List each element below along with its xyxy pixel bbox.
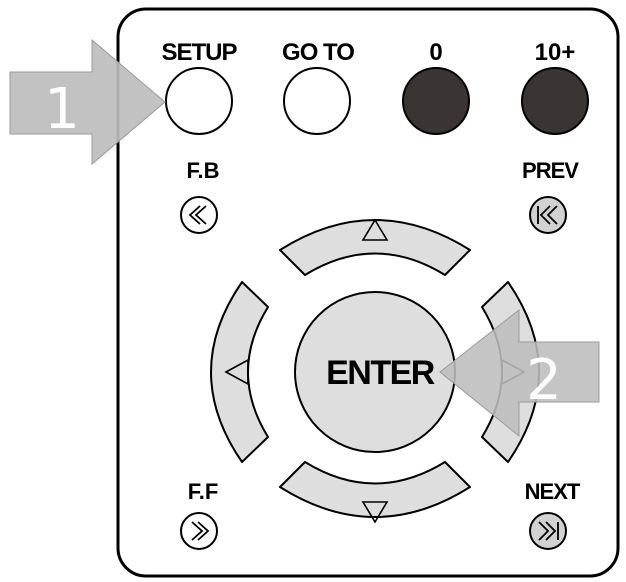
dpad-left-button[interactable] <box>210 281 269 463</box>
ff-button[interactable] <box>180 512 218 550</box>
callout-2-number: 2 <box>526 348 562 413</box>
skip-previous-icon <box>537 205 558 225</box>
triangle-up-icon <box>361 218 389 241</box>
fb-label: F.B <box>187 158 220 183</box>
goto-button[interactable] <box>283 67 351 135</box>
fb-button[interactable] <box>180 196 218 234</box>
ten-plus-label: 10+ <box>535 39 576 66</box>
prev-label: PREV <box>522 158 579 183</box>
double-chevron-right-icon <box>191 521 210 541</box>
double-chevron-left-icon <box>188 205 207 225</box>
zero-button[interactable] <box>402 67 470 135</box>
dpad-down-button[interactable] <box>279 461 471 524</box>
enter-button[interactable]: ENTER <box>294 291 456 453</box>
zero-label: 0 <box>429 39 442 66</box>
next-label: NEXT <box>525 479 581 504</box>
triangle-left-icon <box>224 358 249 386</box>
prev-button[interactable] <box>529 196 567 234</box>
skip-next-icon <box>538 521 559 541</box>
setup-label: SETUP <box>161 39 237 66</box>
callout-1-number: 1 <box>44 77 80 142</box>
callout-arrow-2: 2 <box>439 308 600 438</box>
callout-arrow-1: 1 <box>9 38 166 166</box>
enter-label: ENTER <box>326 354 435 392</box>
ff-label: F.F <box>188 479 219 504</box>
goto-label: GO TO <box>282 39 354 66</box>
dpad-up-button[interactable] <box>279 218 471 276</box>
triangle-down-icon <box>361 501 389 524</box>
setup-button[interactable] <box>165 67 233 135</box>
next-button[interactable] <box>529 512 567 550</box>
ten-plus-button[interactable] <box>521 67 589 135</box>
